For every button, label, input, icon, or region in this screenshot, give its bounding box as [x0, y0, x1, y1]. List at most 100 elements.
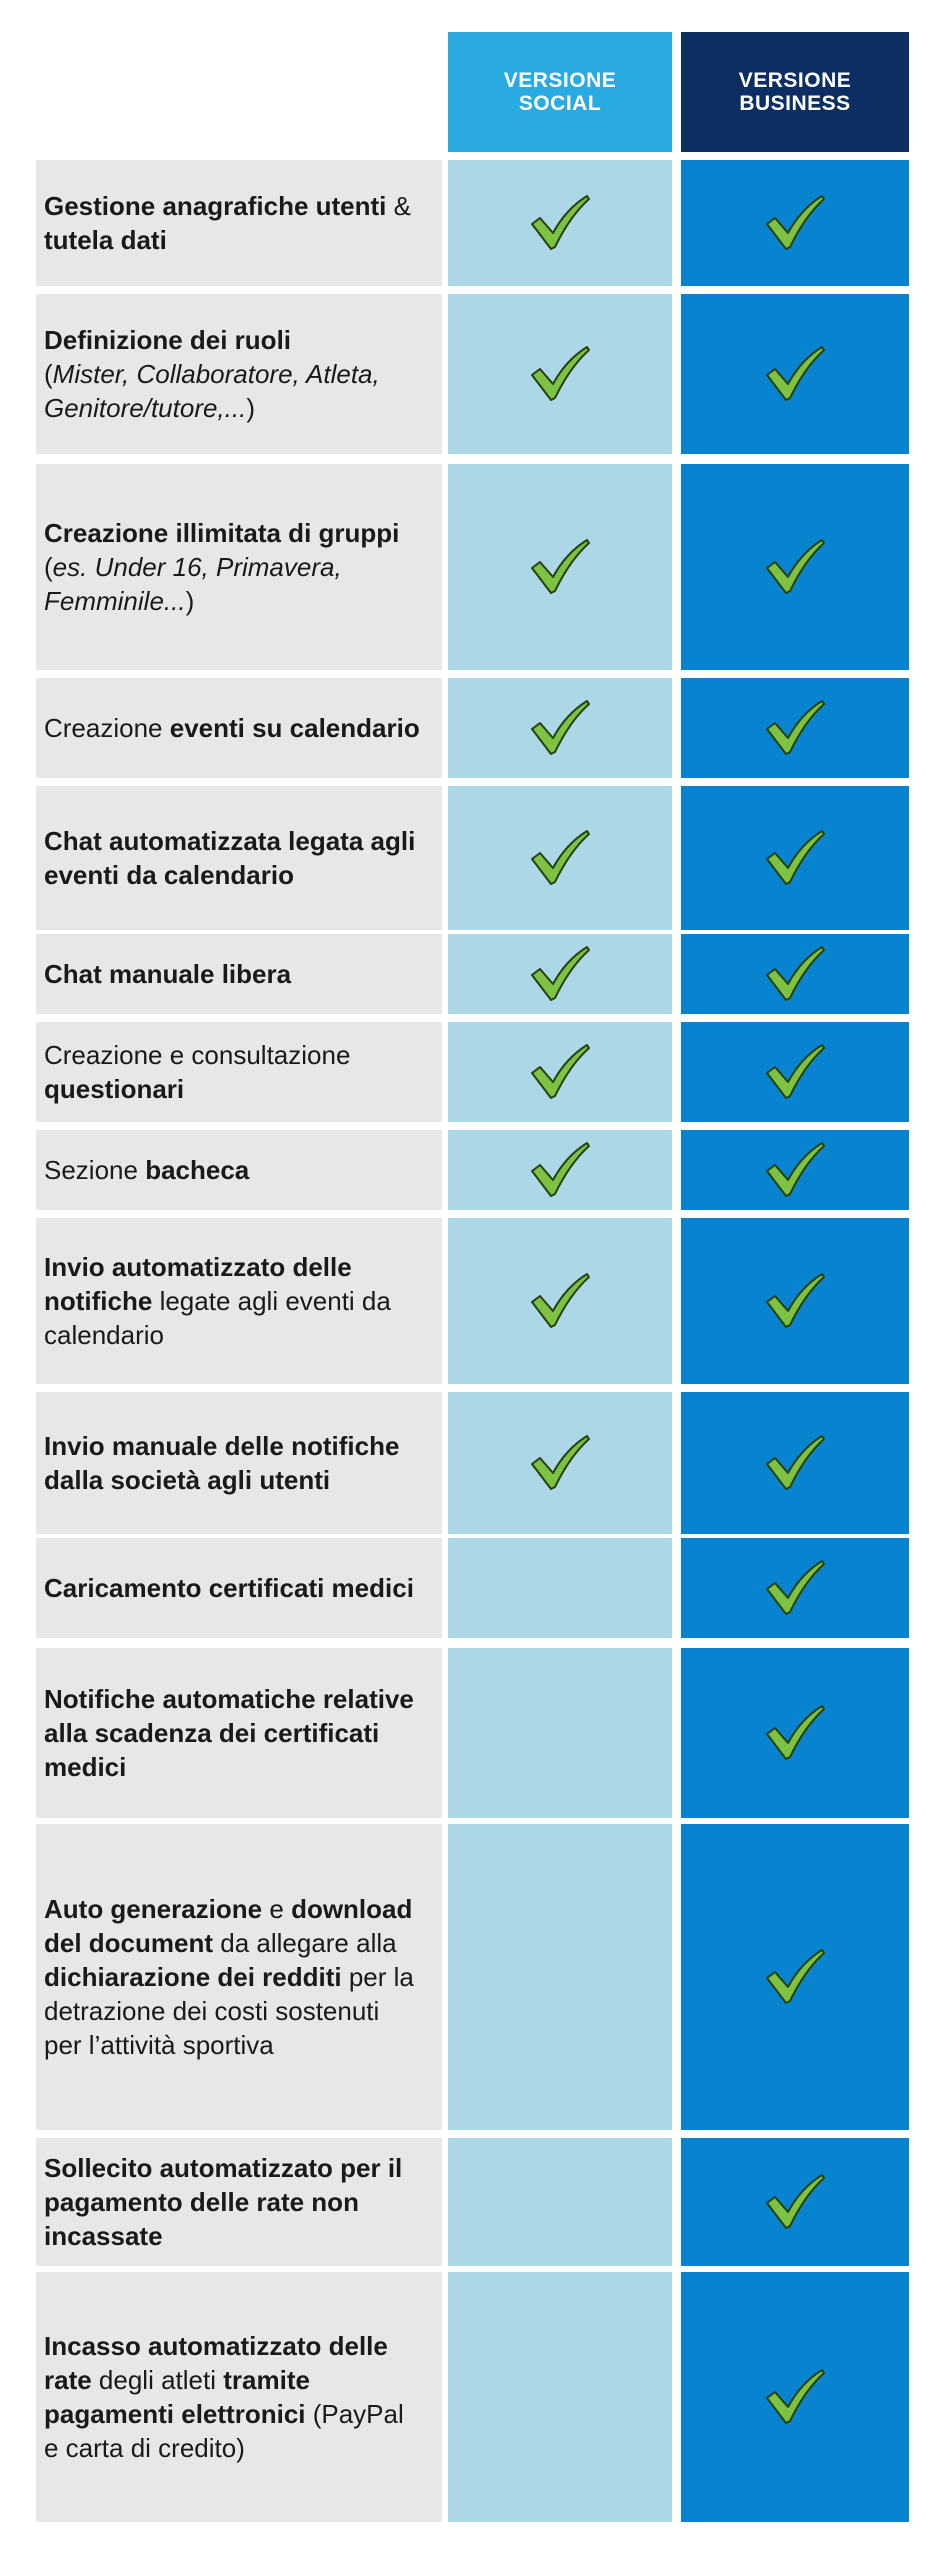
feature-label: Invio manuale delle notifiche dalla soci…	[36, 1429, 442, 1497]
check-icon	[531, 1044, 590, 1099]
feature-label-part: (PayPal e carta di credito)	[44, 2399, 404, 2463]
check-icon	[766, 700, 825, 755]
header-business-line2: BUSINESS	[739, 92, 851, 115]
check-icon	[766, 830, 825, 885]
feature-label-part: legate agli eventi da calendario	[44, 1286, 391, 1350]
header-business-line1: VERSIONE	[738, 69, 852, 92]
feature-cell: Chat manuale libera	[36, 934, 442, 1014]
feature-label-part: Invio automatizzato delle notifiche	[44, 1252, 352, 1316]
feature-label-part: eventi su calendario	[169, 713, 420, 743]
business-cell	[681, 464, 909, 670]
check-icon	[766, 1044, 825, 1099]
feature-cell: Sezione bacheca	[36, 1130, 442, 1210]
social-cell	[448, 2138, 672, 2266]
feature-cell: Creazione e consultazione questionari	[36, 1022, 442, 1122]
feature-label: Auto generazione e download del document…	[36, 1892, 442, 2062]
social-cell	[448, 1130, 672, 1210]
social-cell	[448, 934, 672, 1014]
check-icon	[531, 830, 590, 885]
business-cell	[681, 1130, 909, 1210]
feature-cell: Incasso automatizzato delle rate degli a…	[36, 2272, 442, 2522]
feature-label: Notifiche automatiche relative alla scad…	[36, 1682, 442, 1784]
feature-label-part: degli atleti	[91, 2365, 224, 2395]
feature-label-part: da allegare alla	[213, 1928, 397, 1958]
feature-label-part: Sollecito automatizzato per il pagamento…	[44, 2153, 403, 2251]
feature-label-part: bacheca	[145, 1155, 250, 1185]
business-cell	[681, 2138, 909, 2266]
feature-row: Definizione dei ruoli(Mister, Collaborat…	[36, 294, 909, 454]
feature-label: Gestione anagrafiche utenti & tutela dat…	[36, 189, 442, 257]
check-icon	[766, 2174, 825, 2229]
business-cell	[681, 678, 909, 778]
social-cell	[448, 1392, 672, 1534]
check-icon	[531, 346, 590, 401]
feature-row: Invio automatizzato delle notifiche lega…	[36, 1218, 909, 1384]
feature-label-part: download del document	[44, 1894, 413, 1958]
feature-label-part: Notifiche automatiche relative alla scad…	[44, 1684, 414, 1782]
check-icon	[531, 700, 590, 755]
feature-cell: Gestione anagrafiche utenti & tutela dat…	[36, 160, 442, 286]
feature-row: Creazione illimitata di gruppi (es. Under…	[36, 464, 909, 670]
feature-cell: Invio manuale delle notifiche dalla soci…	[36, 1392, 442, 1534]
business-cell	[681, 1218, 909, 1384]
feature-cell: Sollecito automatizzato per il pagamento…	[36, 2138, 442, 2266]
feature-label: Sollecito automatizzato per il pagamento…	[36, 2151, 442, 2253]
feature-row: Invio manuale delle notifiche dalla soci…	[36, 1392, 909, 1534]
social-cell	[448, 1648, 672, 1818]
social-cell	[448, 160, 672, 286]
social-cell	[448, 2272, 672, 2522]
feature-row: Notifiche automatiche relative alla scad…	[36, 1648, 909, 1818]
social-cell	[448, 1538, 672, 1638]
check-icon	[766, 1435, 825, 1490]
feature-cell: Creazione illimitata di gruppi (es. Under…	[36, 464, 442, 670]
feature-label-part: Chat manuale libera	[44, 959, 292, 989]
feature-cell: Invio automatizzato delle notifiche lega…	[36, 1218, 442, 1384]
feature-label: Chat automatizzata legata agli eventi da…	[36, 824, 442, 892]
feature-label-part: tutela dati	[44, 225, 167, 255]
feature-label-part: Creazione	[44, 713, 170, 743]
feature-label-part: (	[44, 552, 53, 582]
feature-label-part: )	[185, 586, 195, 616]
feature-cell: Caricamento certificati medici	[36, 1538, 442, 1638]
feature-row: Creazione eventi su calendario	[36, 678, 909, 778]
feature-label-part: Incasso automatizzato delle rate	[44, 2331, 388, 2395]
feature-label: Chat manuale libera	[36, 957, 309, 991]
feature-label-part: per la detrazione dei costi sostenuti pe…	[44, 1962, 414, 2060]
feature-row: Chat manuale libera	[36, 934, 909, 1014]
feature-label-part: questionari	[44, 1074, 185, 1104]
check-icon	[531, 1142, 590, 1197]
feature-label-part: Mister, Collaboratore, Atleta, Genitore/…	[44, 359, 380, 423]
feature-label: Creazione illimitata di gruppi (es. Under…	[36, 516, 442, 618]
check-icon	[531, 946, 590, 1001]
check-icon	[766, 2369, 825, 2424]
business-cell	[681, 160, 909, 286]
feature-label: Invio automatizzato delle notifiche lega…	[36, 1250, 442, 1352]
header-social-line2: SOCIAL	[518, 92, 602, 115]
feature-row: Incasso automatizzato delle rate degli a…	[36, 2272, 909, 2522]
feature-label: Incasso automatizzato delle rate degli a…	[36, 2329, 442, 2465]
feature-label-part: Creazione illimitata di gruppi	[44, 518, 400, 548]
feature-cell: Chat automatizzata legata agli eventi da…	[36, 786, 442, 930]
feature-label-part: Auto generazione	[44, 1894, 263, 1924]
feature-label-part: Invio manuale delle notifiche dalla soci…	[44, 1431, 400, 1495]
business-cell	[681, 786, 909, 930]
social-cell	[448, 678, 672, 778]
feature-label: Definizione dei ruoli(Mister, Collaborat…	[36, 323, 442, 425]
feature-label: Creazione e consultazione questionari	[36, 1038, 442, 1106]
feature-label-part: es. Under 16, Primavera, Femminile...	[44, 552, 342, 616]
feature-row: Creazione e consultazione questionari	[36, 1022, 909, 1122]
check-icon	[766, 946, 825, 1001]
social-cell	[448, 1022, 672, 1122]
feature-label-part: Sezione	[44, 1155, 146, 1185]
feature-label-part: Gestione anagrafiche utenti	[44, 191, 387, 221]
feature-label-part: )	[246, 393, 255, 423]
feature-row: Auto generazione e download del document…	[36, 1824, 909, 2130]
check-icon	[766, 195, 825, 250]
check-icon	[531, 1435, 590, 1490]
feature-label-part: Definizione dei ruoli	[44, 325, 292, 355]
feature-label-part: Chat automatizzata legata agli eventi da…	[44, 826, 416, 890]
check-icon	[531, 195, 590, 250]
feature-cell: Notifiche automatiche relative alla scad…	[36, 1648, 442, 1818]
check-icon	[531, 1273, 590, 1328]
